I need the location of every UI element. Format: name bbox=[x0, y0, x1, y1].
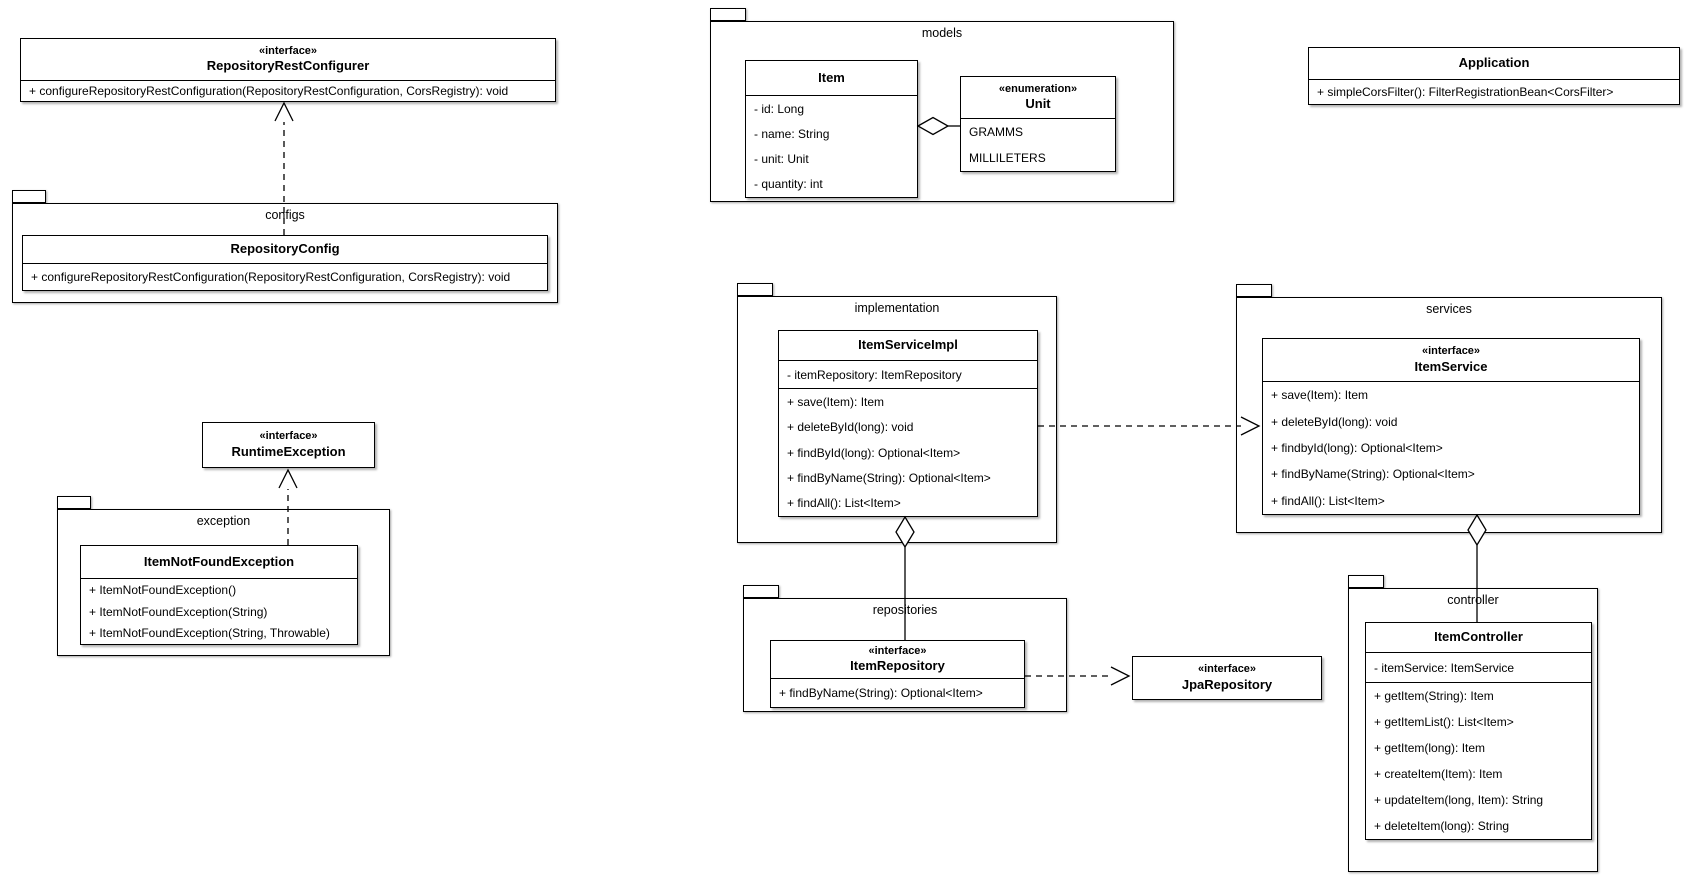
method-row: + configureRepositoryRestConfiguration(R… bbox=[29, 84, 509, 98]
enum-literal-row: MILLILETERS bbox=[969, 151, 1046, 165]
method-row: + ItemNotFoundException() bbox=[89, 582, 237, 597]
method-row: + configureRepositoryRestConfiguration(R… bbox=[31, 270, 511, 284]
enum-unit: «enumeration» Unit GRAMMS MILLILETERS bbox=[960, 76, 1116, 172]
method-row: + findAll(): List<Item> bbox=[787, 496, 901, 511]
package-exception-tab bbox=[57, 496, 91, 509]
stereotype: «interface» bbox=[258, 44, 318, 57]
class-header: «interface» RuntimeException bbox=[203, 423, 374, 467]
class-item-not-found-exception: ItemNotFoundException + ItemNotFoundExce… bbox=[80, 545, 358, 645]
method-row: + getItemList(): List<Item> bbox=[1374, 715, 1514, 729]
class-header: Item bbox=[746, 61, 917, 95]
stereotype: «interface» bbox=[259, 430, 318, 442]
method-row: + deleteById(long): void bbox=[787, 420, 914, 435]
package-services-tab bbox=[1236, 284, 1272, 297]
package-implementation-tab bbox=[737, 283, 773, 296]
interface-jpa-repository: «interface» JpaRepository bbox=[1132, 656, 1322, 700]
class-header: «interface» ItemRepository bbox=[771, 641, 1024, 678]
stereotype: «enumeration» bbox=[998, 82, 1078, 95]
method-row: + deleteItem(long): String bbox=[1374, 819, 1510, 833]
method-row: + createItem(Item): Item bbox=[1374, 767, 1503, 781]
method-row: + findById(long): Optional<Item> bbox=[787, 445, 961, 460]
class-header: RepositoryConfig bbox=[23, 236, 547, 263]
method-row: + save(Item): Item bbox=[1271, 388, 1369, 403]
class-header: ItemNotFoundException bbox=[81, 546, 357, 578]
class-application: Application + simpleCorsFilter(): Filter… bbox=[1308, 47, 1680, 105]
enum-literal-row: GRAMMS bbox=[969, 125, 1023, 139]
class-header: «interface» RepositoryRestConfigurer bbox=[21, 39, 555, 80]
stereotype: «interface» bbox=[868, 644, 927, 657]
package-models-label: models bbox=[921, 26, 963, 40]
method-row: + getItem(long): Item bbox=[1374, 741, 1486, 755]
class-item-service-impl: ItemServiceImpl - itemRepository: ItemRe… bbox=[778, 330, 1038, 517]
interface-item-service: «interface» ItemService + save(Item): It… bbox=[1262, 338, 1640, 515]
package-implementation-label: implementation bbox=[854, 301, 940, 315]
class-header: ItemController bbox=[1366, 623, 1591, 652]
package-repositories-label: repositories bbox=[872, 603, 938, 617]
attribute-row: - itemService: ItemService bbox=[1374, 660, 1515, 675]
class-header: ItemServiceImpl bbox=[779, 331, 1037, 360]
method-row: + findByName(String): Optional<Item> bbox=[779, 686, 983, 700]
method-row: + getItem(String): Item bbox=[1374, 689, 1494, 703]
class-name: ItemNotFoundException bbox=[143, 553, 295, 569]
class-name: RepositoryRestConfigurer bbox=[206, 58, 370, 74]
class-header: «interface» ItemService bbox=[1263, 339, 1639, 381]
attribute-row: - id: Long bbox=[754, 101, 805, 116]
class-item-controller: ItemController - itemService: ItemServic… bbox=[1365, 622, 1592, 840]
class-name: JpaRepository bbox=[1181, 676, 1273, 692]
class-repository-rest-configurer: «interface» RepositoryRestConfigurer + c… bbox=[20, 38, 556, 102]
class-name: ItemServiceImpl bbox=[858, 337, 958, 353]
method-row: + findAll(): List<Item> bbox=[1271, 493, 1385, 508]
class-header: Application bbox=[1309, 48, 1679, 79]
class-header: «enumeration» Unit bbox=[961, 77, 1115, 118]
stereotype: «interface» bbox=[1197, 663, 1257, 675]
class-name: ItemService bbox=[1414, 358, 1488, 374]
package-repositories-tab bbox=[743, 585, 779, 598]
package-models-tab bbox=[710, 8, 746, 21]
method-row: + simpleCorsFilter(): FilterRegistration… bbox=[1317, 85, 1614, 99]
package-controller-tab bbox=[1348, 575, 1384, 588]
class-name: ItemRepository bbox=[850, 658, 945, 674]
class-name: Item bbox=[818, 69, 845, 85]
package-configs-label: configs bbox=[265, 208, 305, 222]
attribute-row: - unit: Unit bbox=[754, 152, 809, 167]
stereotype: «interface» bbox=[1421, 345, 1481, 357]
edge-itemserviceimpl-realizes-itemservice bbox=[1038, 416, 1261, 436]
attribute-row: - quantity: int bbox=[754, 177, 823, 192]
method-row: + updateItem(long, Item): String bbox=[1374, 793, 1544, 807]
interface-item-repository: «interface» ItemRepository + findByName(… bbox=[770, 640, 1025, 708]
class-header: «interface» JpaRepository bbox=[1133, 657, 1321, 699]
package-configs-tab bbox=[12, 190, 46, 203]
method-row: + ItemNotFoundException(String) bbox=[89, 604, 268, 619]
method-row: + findByName(String): Optional<Item> bbox=[1271, 467, 1475, 482]
method-row: + findByName(String): Optional<Item> bbox=[787, 470, 991, 485]
method-row: + ItemNotFoundException(String, Throwabl… bbox=[89, 626, 330, 641]
class-name: ItemController bbox=[1434, 629, 1523, 645]
class-name: RepositoryConfig bbox=[230, 241, 340, 257]
method-row: + findbyId(long): Optional<Item> bbox=[1271, 441, 1443, 456]
class-name: Unit bbox=[1025, 96, 1051, 112]
class-name: RuntimeException bbox=[231, 443, 346, 459]
method-row: + save(Item): Item bbox=[787, 394, 885, 409]
attribute-row: - name: String bbox=[754, 126, 830, 141]
class-runtime-exception: «interface» RuntimeException bbox=[202, 422, 375, 468]
class-item: Item - id: Long - name: String - unit: U… bbox=[745, 60, 918, 198]
class-name: Application bbox=[1458, 55, 1530, 71]
package-exception-label: exception bbox=[196, 514, 251, 528]
method-row: + deleteById(long): void bbox=[1271, 414, 1398, 429]
package-services-label: services bbox=[1426, 302, 1472, 316]
class-repository-config: RepositoryConfig + configureRepositoryRe… bbox=[22, 235, 548, 291]
package-controller-label: controller bbox=[1447, 593, 1499, 607]
attribute-row: - itemRepository: ItemRepository bbox=[787, 367, 962, 382]
